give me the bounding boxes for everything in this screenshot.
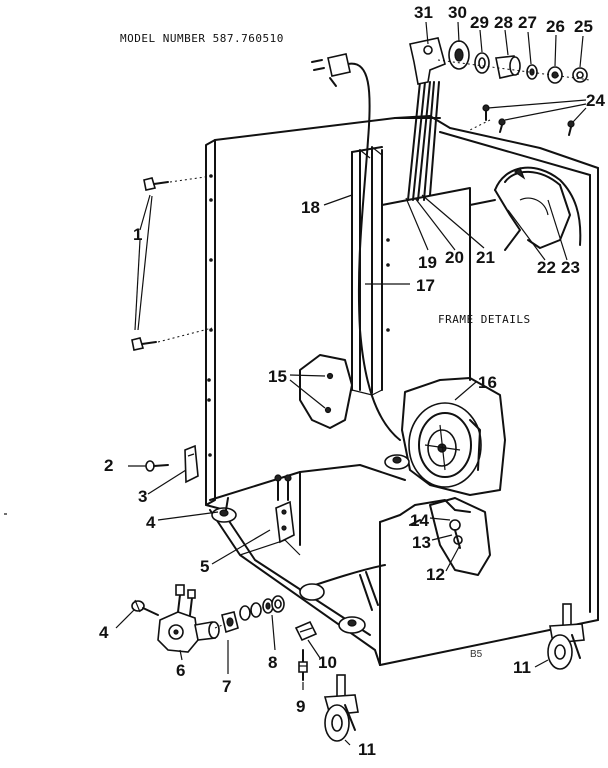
callout-1: 1 — [133, 225, 142, 244]
blower-assembly-16 — [401, 377, 506, 496]
channel-assembly — [351, 146, 383, 396]
caster-11-left — [323, 674, 359, 742]
base-rod — [299, 564, 386, 611]
callout-12: 12 — [426, 565, 445, 584]
bracket-plate-15 — [299, 354, 353, 429]
callout-25: 25 — [574, 17, 593, 36]
callout-9: 9 — [296, 697, 305, 716]
callout-numbers: 1 2 3 4 5 4 6 7 8 9 10 11 11 12 13 14 15… — [99, 3, 605, 759]
callout-2: 2 — [104, 456, 113, 475]
bracket-plate-12-14 — [429, 497, 491, 576]
screw-2 — [145, 460, 169, 472]
clip-3 — [184, 444, 199, 484]
mount-bracket-5 — [274, 474, 295, 544]
leader-lines — [115, 21, 587, 746]
callout-18: 18 — [301, 198, 320, 217]
callout-31: 31 — [414, 3, 433, 22]
fitting-7 — [214, 611, 239, 634]
callout-21: 21 — [476, 248, 495, 267]
callout-8: 8 — [268, 653, 277, 672]
callout-4-upper: 4 — [146, 513, 156, 532]
section-title: FRAME DETAILS — [438, 313, 531, 326]
callout-20: 20 — [445, 248, 464, 267]
washers-8 — [239, 595, 285, 621]
callout-27: 27 — [518, 13, 537, 32]
cabinet-frame — [205, 115, 599, 666]
valve-assembly-6 — [157, 584, 220, 653]
callout-4-lower: 4 — [99, 623, 109, 642]
screws-1 — [131, 175, 213, 351]
leveling-foot-b — [338, 616, 366, 634]
callout-28: 28 — [494, 13, 513, 32]
callout-5: 5 — [200, 557, 209, 576]
page-code: B5 — [470, 649, 483, 660]
leveling-foot-c — [384, 454, 410, 470]
callout-29: 29 — [470, 13, 489, 32]
callout-22: 22 — [537, 258, 556, 277]
callout-19: 19 — [418, 253, 437, 272]
callout-23: 23 — [561, 258, 580, 277]
clip-10 — [294, 620, 318, 642]
callout-10: 10 — [318, 653, 337, 672]
wire-harness — [407, 81, 440, 201]
leveling-foot-a — [211, 497, 237, 523]
callout-3: 3 — [138, 487, 147, 506]
fitting-4b — [131, 599, 159, 616]
callout-14: 14 — [410, 511, 429, 530]
callout-16: 16 — [478, 373, 497, 392]
callout-15: 15 — [268, 367, 287, 386]
callout-17: 17 — [416, 276, 435, 295]
callout-11-right: 11 — [513, 658, 531, 677]
callout-26: 26 — [546, 17, 565, 36]
power-cord — [311, 53, 401, 441]
callout-6: 6 — [176, 661, 185, 680]
callout-30: 30 — [448, 3, 467, 22]
callout-11-left: 11 — [358, 740, 376, 759]
duct-bracket-22-23 — [469, 166, 582, 251]
model-number-label: MODEL NUMBER 587.760510 — [120, 32, 284, 45]
callout-7: 7 — [222, 677, 231, 696]
callout-13: 13 — [412, 533, 431, 552]
caster-11-right — [547, 603, 585, 670]
screw-9 — [298, 649, 308, 681]
callout-24: 24 — [586, 91, 605, 110]
parts-row-25-31 — [409, 37, 591, 85]
